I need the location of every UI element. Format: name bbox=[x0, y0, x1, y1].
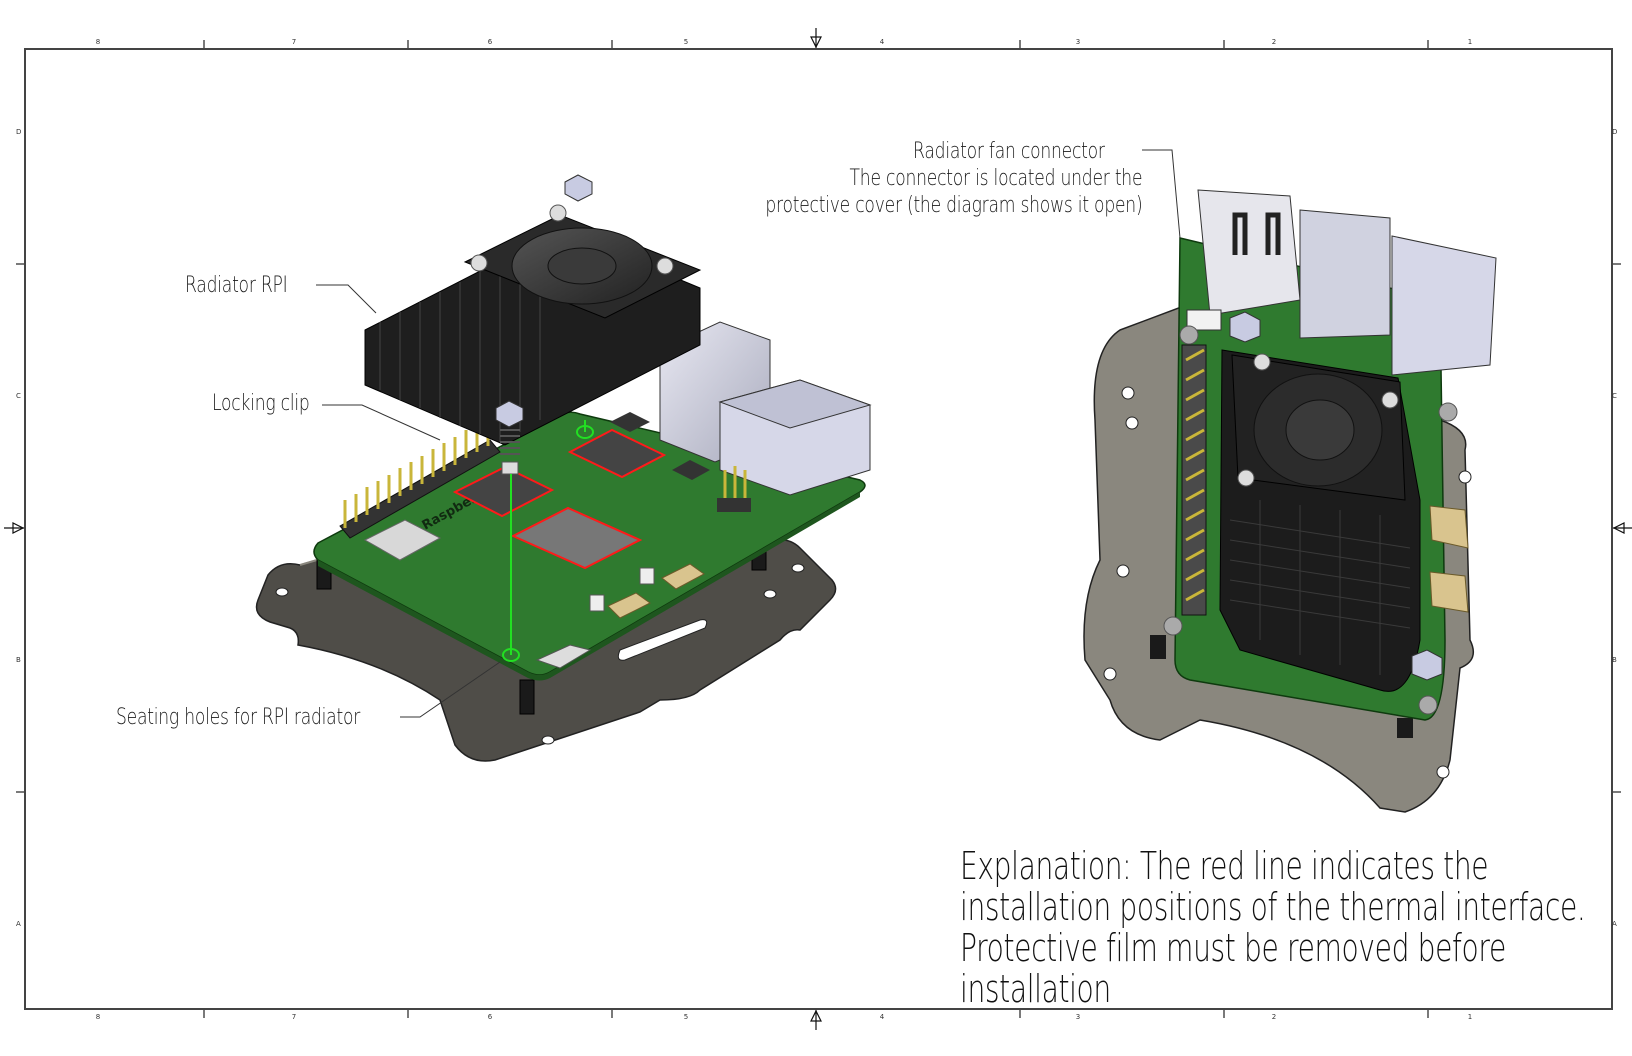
seating-hole-markers bbox=[502, 420, 594, 662]
bracket-holes bbox=[1103, 386, 1472, 779]
thermal-pad-pmic bbox=[567, 428, 667, 479]
chip bbox=[610, 412, 650, 432]
leader-lines bbox=[316, 284, 501, 718]
micro-hdmi-port bbox=[607, 592, 651, 619]
usb-c-port bbox=[535, 644, 592, 669]
fan-screws bbox=[1237, 353, 1399, 487]
pcie-connector bbox=[363, 519, 442, 561]
micro-hdmi-port bbox=[1429, 571, 1469, 613]
zone-label-right: B bbox=[1612, 656, 1617, 664]
explanation-line: installation positions of the thermal in… bbox=[960, 885, 1586, 929]
callout-radiator-rpi: Radiator RPI bbox=[185, 273, 288, 298]
zone-label-left: C bbox=[16, 392, 21, 400]
zone-label-top: 3 bbox=[1075, 38, 1081, 46]
usb3-port-stack bbox=[1299, 209, 1391, 339]
zone-label-left: B bbox=[16, 656, 21, 664]
explanation-line: installation bbox=[960, 967, 1111, 1011]
micro-hdmi-port bbox=[661, 563, 705, 590]
callout-seating-holes: Seating holes for RPI radiator bbox=[116, 705, 361, 730]
callout-fan-connector-line2: The connector is located under the bbox=[849, 166, 1142, 191]
locking-clip bbox=[1229, 311, 1261, 343]
zone-label-bottom: 3 bbox=[1075, 1013, 1081, 1021]
heatsink-fins bbox=[1229, 500, 1411, 675]
thermal-pad-soc bbox=[452, 465, 555, 518]
zone-label-bottom: 2 bbox=[1271, 1013, 1277, 1021]
zone-label-bottom: 4 bbox=[879, 1013, 885, 1021]
thermal-pad-ram bbox=[510, 506, 643, 570]
centering-arrow-left-icon bbox=[4, 522, 25, 534]
frame-ticks bbox=[16, 40, 1621, 1018]
zone-label-right: A bbox=[1612, 920, 1617, 928]
leader-line bbox=[1142, 149, 1181, 239]
zone-label-top: 7 bbox=[291, 38, 297, 46]
zone-label-right: C bbox=[1612, 392, 1617, 400]
zone-label-top: 4 bbox=[879, 38, 885, 46]
fan-screw bbox=[470, 254, 488, 272]
callout-locking-clip: Locking clip bbox=[212, 391, 310, 416]
zone-label-bottom: 1 bbox=[1467, 1013, 1473, 1021]
zone-label-bottom: 5 bbox=[683, 1013, 689, 1021]
zone-label-top: 8 bbox=[95, 38, 101, 46]
zone-label-bottom: 8 bbox=[95, 1013, 101, 1021]
locking-clip-top bbox=[564, 174, 593, 202]
zone-label-top: 5 bbox=[683, 38, 689, 46]
zone-label-top: 2 bbox=[1271, 38, 1277, 46]
fan-hub bbox=[1285, 399, 1355, 461]
bracket-holes bbox=[275, 563, 805, 745]
fan-screw bbox=[549, 204, 567, 222]
header-pins bbox=[1185, 348, 1205, 602]
centering-arrow-top-icon bbox=[810, 28, 822, 49]
zone-label-right: D bbox=[1612, 128, 1618, 136]
callout-fan-connector-line1: Radiator fan connector bbox=[913, 139, 1105, 164]
fan-hub bbox=[547, 247, 617, 285]
zone-label-bottom: 6 bbox=[487, 1013, 493, 1021]
connector bbox=[639, 567, 655, 585]
fan-screw bbox=[656, 257, 674, 275]
zone-label-left: D bbox=[16, 128, 22, 136]
zone-label-top: 1 bbox=[1467, 38, 1473, 46]
ethernet-port bbox=[1391, 235, 1497, 376]
mount-screws bbox=[1163, 325, 1458, 715]
explanation-line: Protective film must be removed before bbox=[960, 926, 1506, 970]
fan-connector bbox=[1186, 309, 1222, 331]
explanation-line: Explanation: The red line indicates the bbox=[960, 844, 1489, 888]
standoffs bbox=[1150, 635, 1413, 738]
locking-clip bbox=[495, 400, 524, 475]
usb2-port-stack bbox=[1197, 189, 1301, 316]
explanation-note: Explanation: The red line indicates the … bbox=[960, 844, 1586, 1011]
micro-hdmi-port bbox=[1429, 505, 1469, 549]
chip bbox=[672, 460, 710, 480]
zone-label-top: 6 bbox=[487, 38, 493, 46]
centering-arrow-bottom-icon bbox=[810, 1009, 822, 1030]
connector bbox=[589, 594, 605, 612]
centering-arrow-right-icon bbox=[1612, 522, 1632, 534]
zone-label-left: A bbox=[16, 920, 21, 928]
locking-clip bbox=[1411, 649, 1443, 681]
zone-label-bottom: 7 bbox=[291, 1013, 297, 1021]
drawing-frame bbox=[24, 48, 1613, 1010]
radiator-heatsink bbox=[364, 204, 702, 446]
callout-fan-connector-line3: protective cover (the diagram shows it o… bbox=[764, 193, 1142, 218]
